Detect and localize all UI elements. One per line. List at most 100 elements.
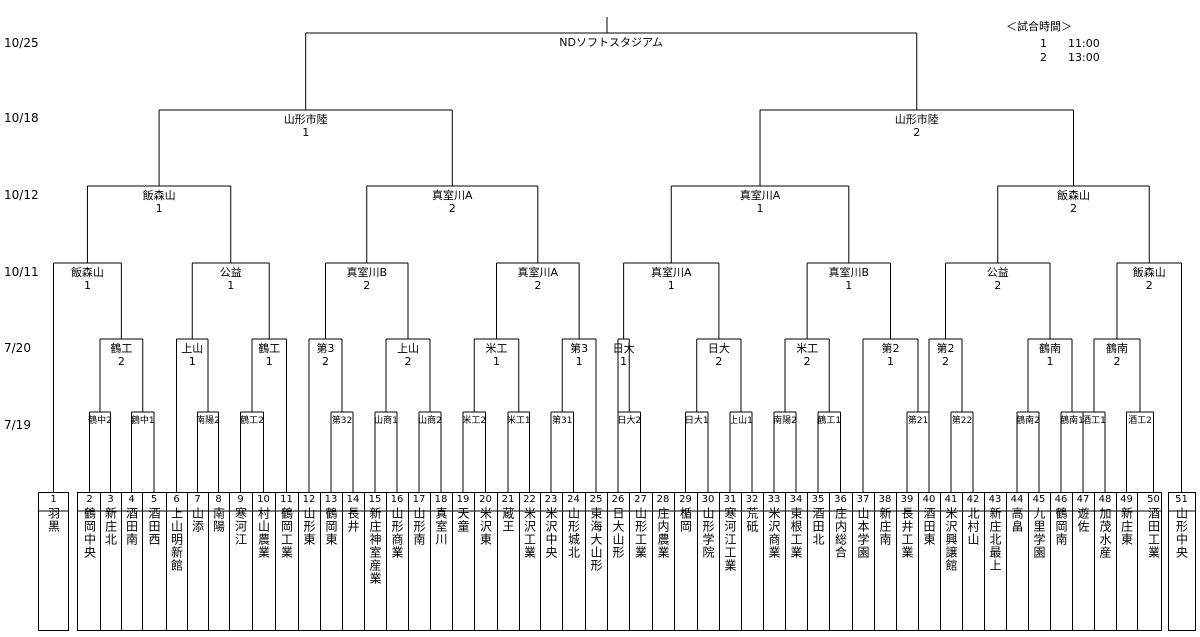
team-number: 14 [346,494,360,505]
team-name: 山形工業 [633,507,648,559]
match-number: 2 [791,416,797,426]
legend-row-time: 11:00 [1068,37,1100,50]
team-cell: 49 新庄東 [1116,493,1137,632]
team-number: 8 [215,494,222,505]
match-0719: 南陽2 [773,415,797,427]
match-number: 1 [1046,355,1054,368]
team-number: 32 [745,494,759,505]
match-venue: 真室川A [650,266,692,279]
team-number: 4 [128,494,135,505]
match-number: 1 [1100,416,1106,426]
match-venue: 日大 [684,416,703,426]
team-number: 2 [86,494,93,505]
team-number: 1 [50,494,57,505]
match-venue: 鶴南 [1016,416,1035,426]
team-number: 21 [501,494,515,505]
match-venue: 第2 [951,416,967,426]
team-name: 蔵王 [501,507,515,533]
match-number: 2 [117,355,125,368]
final-venue: NDソフトスタジアム [559,36,664,49]
team-number: 43 [988,494,1002,505]
team-name: 米沢商業 [767,507,781,559]
team-name: 天童 [456,507,470,533]
match-venue: 飯森山 [1057,189,1090,202]
team-name: 米沢興譲館 [944,507,958,572]
team-name: 山形東 [302,507,316,546]
match-number: 1 [148,416,155,426]
legend-row-time: 13:00 [1068,51,1100,64]
match-number: 2 [480,416,487,426]
match-venue: 米工 [462,416,481,426]
date-label: 10/11 [4,265,39,279]
team-name: 山添 [190,507,205,533]
match-number: 1 [302,126,310,139]
match-venue: 鶴南 [1039,342,1061,355]
match-number: 2 [1145,279,1153,292]
match-number: 2 [913,126,921,139]
match-number: 2 [258,416,264,426]
match-venue: 日大 [617,416,636,426]
team-number: 19 [456,494,470,505]
match-number: 2 [803,355,811,368]
team-number: 9 [237,494,244,505]
team-name: 新庄東 [1119,507,1134,546]
team-number: 23 [544,494,558,505]
team-name: 遊佐 [1076,507,1090,533]
date-label: 7/19 [4,418,31,432]
team-number: 11 [280,494,293,505]
team-name: 東根工業 [789,507,803,559]
match-venue: 第2 [936,342,955,355]
team-number: 49 [1120,494,1133,505]
team-number: 33 [767,494,781,505]
match-number: 2 [404,355,412,368]
match-0719: 鶴中1 [131,415,155,427]
match-venue: 米工 [796,342,819,355]
team-number: 44 [1010,494,1024,505]
match-0719: 酒工2 [1128,415,1152,427]
match-0719: 米工1 [507,415,531,427]
match-0719: 南陽2 [196,415,220,427]
match-venue: 日大 [612,342,635,355]
match-venue: 鶴工 [817,416,836,426]
match-number: 1 [392,416,398,426]
match-number: 2 [1034,416,1040,426]
match-number: 1 [265,355,273,368]
team-name: 寒河江工業 [723,507,737,572]
match-number: 1 [1078,416,1084,426]
date-label: 10/12 [4,188,39,202]
team-number: 25 [589,494,603,505]
match-number: 1 [227,279,235,292]
match-0719: 米工2 [462,415,486,427]
team-number: 18 [434,494,448,505]
team-number: 22 [523,494,536,505]
match-number: 2 [994,279,1002,292]
team-name: 新庄神室産業 [368,507,382,585]
match-venue: 第3 [331,416,347,426]
match-number: 2 [942,355,949,368]
match-0719: 日大1 [685,415,709,427]
team-name: 酒田工業 [1146,507,1161,559]
team-number: 17 [412,494,426,505]
match-0719: 日大2 [617,415,641,427]
